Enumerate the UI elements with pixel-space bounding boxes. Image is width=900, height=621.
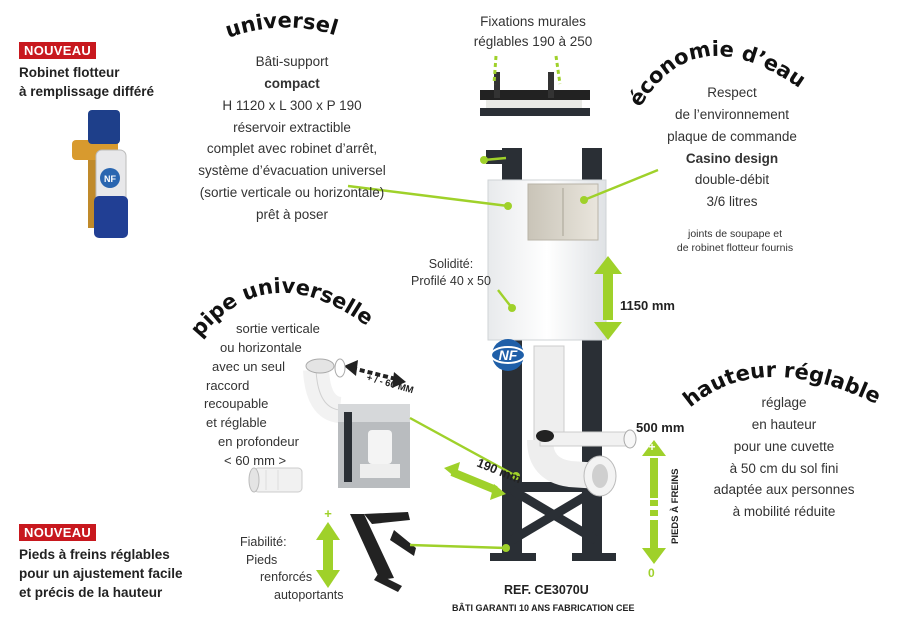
product-reference: REF. CE3070U	[504, 583, 589, 597]
callout-dots	[480, 156, 588, 552]
universel-title: universel	[222, 8, 340, 42]
feet-height-arrow: +	[316, 506, 340, 588]
float-valve-image: NF	[72, 110, 128, 238]
bracket-arrows	[492, 55, 562, 85]
universel-line: complet avec robinet d’arrêt,	[206, 141, 378, 157]
hauteur-description: réglage en hauteur pour une cuvette à 50…	[696, 392, 872, 523]
feet-line2: pour un ajustement facile	[19, 565, 183, 581]
float-valve-line1: Robinet flotteur	[19, 65, 120, 80]
hauteur-line: en hauteur	[751, 416, 817, 432]
reliability-line4: autoportants	[274, 587, 344, 602]
adjust-60-label: + / - 60 MM	[365, 372, 415, 396]
brake-feet-arrow: +	[642, 440, 666, 564]
universel-line: système d’évacuation universel	[198, 163, 386, 179]
svg-text:+: +	[324, 506, 332, 521]
feet-image	[350, 512, 416, 592]
hauteur-line: à 50 cm du sol fini	[729, 460, 839, 476]
hauteur-line: adaptée aux personnes	[713, 482, 855, 498]
reliability-line3: renforcés	[260, 570, 313, 584]
adjust-60-arrow	[344, 360, 406, 388]
reliability-line2: Pieds	[246, 552, 278, 567]
economie-line: plaque de commande	[667, 128, 797, 144]
solidity-caption: Solidité: Profilé 40 x 50	[396, 256, 506, 290]
float-valve-caption: Robinet flotteur à remplissage différé	[19, 64, 154, 102]
solidity-line2: Profilé 40 x 50	[411, 273, 491, 288]
float-valve-line2: à remplissage différé	[19, 83, 155, 99]
feet-line1: Pieds à freins réglables	[19, 547, 170, 562]
svg-text:NF: NF	[499, 347, 518, 363]
brake-feet-label: PIEDS À FREINS	[670, 469, 681, 545]
svg-text:+: +	[648, 440, 655, 454]
economie-line: Respect	[707, 85, 757, 100]
pipe-line: en profondeur	[218, 434, 299, 450]
connector-image	[248, 467, 303, 493]
pipe-elbow-image	[303, 358, 346, 423]
economie-description: Respect de l’environnement plaque de com…	[640, 82, 824, 213]
economie-line: de l’environnement	[674, 106, 790, 122]
solidity-line1: Solidité:	[428, 257, 474, 271]
economie-line: Casino design	[685, 150, 779, 166]
new-badge: NOUVEAU	[19, 42, 97, 59]
universel-line: H 1120 x L 300 x P 190	[222, 97, 362, 113]
pipe-line: recoupable	[204, 396, 269, 412]
economie-line: double-débit	[694, 172, 770, 188]
depth-190-arrow	[444, 462, 506, 500]
universel-line: compact	[264, 75, 320, 91]
universel-line: réservoir extractible	[233, 119, 351, 135]
frame-image	[486, 148, 637, 561]
economie-note: joints de soupape et de robinet flotteur…	[650, 227, 820, 255]
universel-line: prêt à poser	[255, 207, 329, 223]
economie-note2: de robinet flotteur fournis	[676, 242, 794, 255]
brake-feet-zero: 0	[648, 566, 655, 580]
pipe-line: avec un seul	[212, 358, 285, 374]
pipe-line: et réglable	[206, 415, 267, 431]
hauteur-line: à mobilité réduite	[732, 504, 836, 520]
new-badge-feet: NOUVEAU	[19, 524, 97, 541]
warranty-note: BÂTI GARANTI 10 ANS FABRICATION CEE	[452, 603, 635, 613]
wall-fixing-line1: Fixations murales	[480, 14, 586, 29]
nf-logo: NF	[490, 339, 526, 371]
hauteur-line: pour une cuvette	[733, 438, 835, 454]
universel-description: Bâti-support compact H 1120 x L 300 x P …	[160, 51, 424, 226]
pipe-photo	[338, 404, 410, 488]
dim-1150: 1150 mm	[620, 298, 675, 313]
universel-line: Bâti-support	[255, 54, 329, 69]
wall-bracket-image	[480, 72, 590, 116]
economie-note1: joints de soupape et	[688, 228, 782, 240]
economie-line: 3/6 litres	[706, 194, 758, 210]
feet-caption: Pieds à freins réglables pour un ajustem…	[19, 546, 183, 603]
pipe-line: ou horizontale	[220, 339, 302, 355]
reliability-line1: Fiabilité:	[240, 535, 287, 549]
pipe-description: sortie verticale ou horizontale avec un …	[204, 320, 320, 471]
hauteur-line: réglage	[761, 395, 807, 410]
svg-text:NF: NF	[104, 174, 116, 184]
reliability-caption: Fiabilité: Pieds renforcés autoportants	[226, 534, 344, 604]
height-1150-arrow	[594, 256, 622, 340]
universel-line: (sortie verticale ou horizontale)	[199, 185, 385, 201]
wall-fixing-line2: réglables 190 à 250	[473, 33, 593, 49]
dim-500: 500 mm	[636, 420, 685, 435]
pipe-line: raccord	[206, 377, 250, 393]
pipe-line: < 60 mm >	[224, 452, 287, 468]
pipe-line: sortie verticale	[236, 321, 320, 336]
callout-lines	[347, 156, 659, 550]
wall-fixing-caption: Fixations murales réglables 190 à 250	[448, 12, 618, 51]
feet-line3: et précis de la hauteur	[19, 584, 163, 600]
